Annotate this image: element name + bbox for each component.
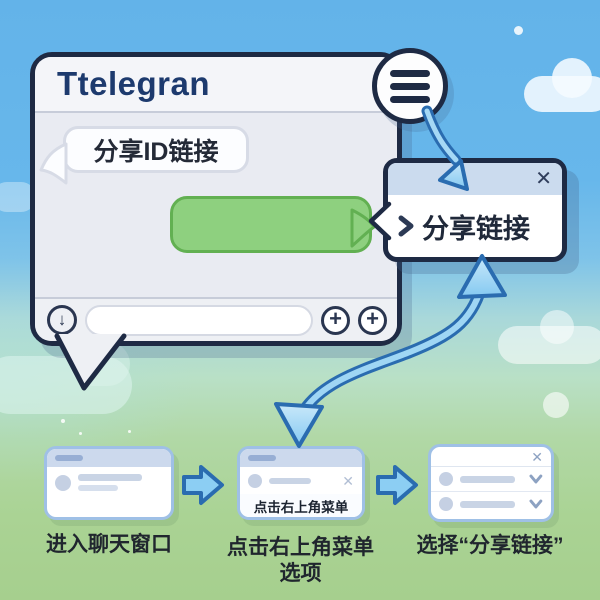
plus-icon: +: [366, 306, 379, 331]
cloud: [540, 310, 574, 344]
step-card-menu: ✕ 点击右上角菜单: [237, 446, 365, 520]
share-link-popup: ✕ 分享链接: [383, 158, 567, 262]
avatar: [439, 472, 453, 486]
app-title: Ttelegran: [57, 65, 211, 102]
hamburger-icon: [390, 95, 430, 103]
close-icon: ✕: [531, 449, 543, 465]
download-icon: ↓: [57, 310, 67, 329]
step-label-2: 点击右上角菜单 选项: [213, 535, 388, 587]
chevron-right-icon: [398, 215, 414, 237]
incoming-message-text: 分享ID链接: [93, 137, 219, 166]
avatar: [248, 474, 262, 488]
cloud: [70, 342, 130, 386]
background-dot: [514, 26, 523, 35]
share-link-menu-item[interactable]: 分享链接: [388, 195, 562, 257]
chat-message-area: 分享ID链接: [35, 113, 397, 297]
chat-row: ✕: [240, 467, 362, 488]
sparkle: [79, 432, 82, 435]
text-line: [78, 485, 118, 491]
step-label-2-line2: 选项: [279, 562, 322, 585]
chevron-down-icon: [529, 474, 543, 484]
hamburger-icon: [390, 69, 430, 77]
text-line: [78, 474, 142, 481]
plus-icon: +: [329, 306, 342, 331]
close-icon: ✕: [342, 473, 354, 489]
card-titlebar: ✕: [431, 447, 551, 467]
menu-option-row: [431, 467, 551, 491]
avatar: [55, 474, 71, 491]
add-button[interactable]: +: [358, 305, 387, 335]
card-title-pill: [248, 455, 276, 461]
incoming-message-bubble: 分享ID链接: [63, 126, 249, 173]
chat-window: Ttelegran 分享ID链接 ↓ + +: [30, 52, 402, 346]
card-caption: 点击右上角菜单: [240, 494, 362, 517]
message-input[interactable]: [85, 304, 313, 336]
outgoing-message-bubble: [170, 196, 372, 253]
text-line: [269, 478, 311, 484]
text-line: [460, 500, 516, 508]
attach-button[interactable]: +: [321, 305, 350, 335]
card-title-pill: [55, 455, 83, 461]
step-label-2-line1: 点击右上角菜单: [227, 536, 374, 559]
download-button[interactable]: ↓: [47, 305, 77, 335]
card-titlebar: [47, 449, 171, 467]
menu-option-row: [431, 491, 551, 516]
step-card-open-chat: [44, 446, 174, 520]
share-link-label: 分享链接: [422, 213, 530, 244]
sparkle: [61, 419, 65, 423]
hamburger-icon: [390, 82, 430, 90]
avatar: [439, 497, 453, 511]
chevron-down-icon: [529, 499, 543, 509]
card-titlebar: [240, 449, 362, 467]
step-label-3: 选择“分享链接”: [416, 534, 564, 557]
step-card-share: ✕: [428, 444, 554, 522]
chat-input-bar: ↓ + +: [35, 297, 397, 341]
popup-header: ✕: [388, 163, 562, 195]
cloud: [552, 58, 592, 98]
sparkle: [128, 430, 131, 433]
text-line: [460, 475, 516, 483]
chat-row: [47, 467, 171, 491]
menu-button[interactable]: [372, 48, 448, 124]
step-label-1: 进入聊天窗口: [46, 533, 172, 556]
close-icon[interactable]: ✕: [535, 168, 552, 190]
background-dot: [543, 392, 569, 418]
chat-window-header: Ttelegran: [35, 57, 397, 113]
